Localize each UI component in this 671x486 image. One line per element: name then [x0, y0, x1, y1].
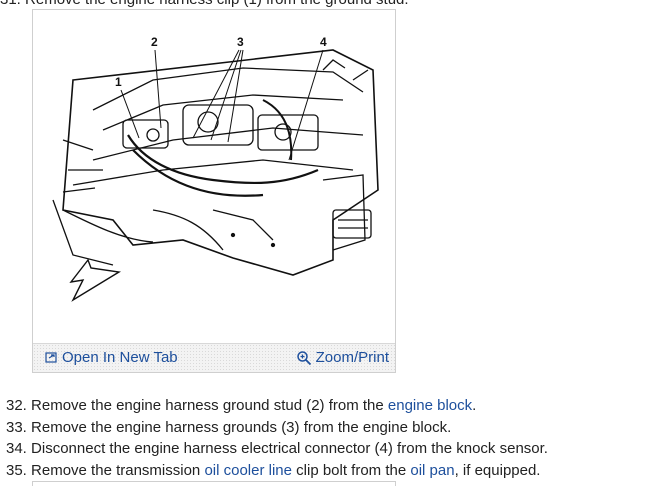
step-32: 32. Remove the engine harness ground stu…	[6, 395, 548, 417]
leader-lines	[120, 49, 324, 161]
step-text: Disconnect the engine harness electrical…	[31, 440, 548, 457]
engine-harness-illustration: 2 3 1 4	[52, 35, 379, 302]
callout-3: 3	[237, 35, 244, 49]
step-33: 33. Remove the engine harness grounds (3…	[6, 417, 548, 439]
step-text-tail: , if equipped.	[454, 461, 541, 479]
oil-pan-link[interactable]: oil pan	[410, 461, 455, 479]
callout-4: 4	[320, 35, 327, 49]
step-number: 34.	[6, 440, 27, 457]
step-35: 35. Remove the transmission oil cooler l…	[6, 460, 548, 482]
next-figure-edge	[32, 481, 396, 486]
new-tab-icon	[45, 352, 57, 363]
previous-step-text: 31. Remove the engine harness clip (1) f…	[0, 0, 671, 8]
engine-block-lines	[52, 49, 379, 276]
step-number: 35.	[6, 461, 27, 479]
step-text-mid: clip bolt from the	[291, 461, 411, 479]
open-in-new-tab-link[interactable]: Open In New Tab	[45, 349, 178, 366]
callout-1: 1	[115, 75, 122, 89]
step-number: 32.	[6, 397, 27, 414]
open-in-new-tab-label: Open In New Tab	[62, 349, 178, 366]
step-number: 33.	[6, 418, 27, 436]
figure-toolbar: Open In New Tab Zoom/Print	[33, 343, 395, 372]
zoom-magnifier-icon	[296, 350, 311, 365]
step-text: Remove the engine harness ground stud (2…	[31, 397, 388, 414]
zoom-print-link[interactable]: Zoom/Print	[296, 349, 389, 366]
front-direction-arrow	[69, 258, 122, 302]
step-text: Remove the engine harness grounds (3) fr…	[31, 418, 452, 436]
procedure-steps: 32. Remove the engine harness ground stu…	[6, 395, 548, 481]
engine-block-link[interactable]: engine block	[387, 397, 473, 414]
zoom-print-label: Zoom/Print	[315, 349, 389, 366]
step-34: 34. Disconnect the engine harness electr…	[6, 438, 548, 460]
callout-2: 2	[151, 35, 158, 49]
step-text: Remove the transmission	[31, 461, 205, 479]
step-text-tail: .	[472, 397, 477, 414]
oil-cooler-line-link[interactable]: oil cooler line	[204, 461, 292, 479]
figure-container: 2 3 1 4	[32, 9, 396, 373]
